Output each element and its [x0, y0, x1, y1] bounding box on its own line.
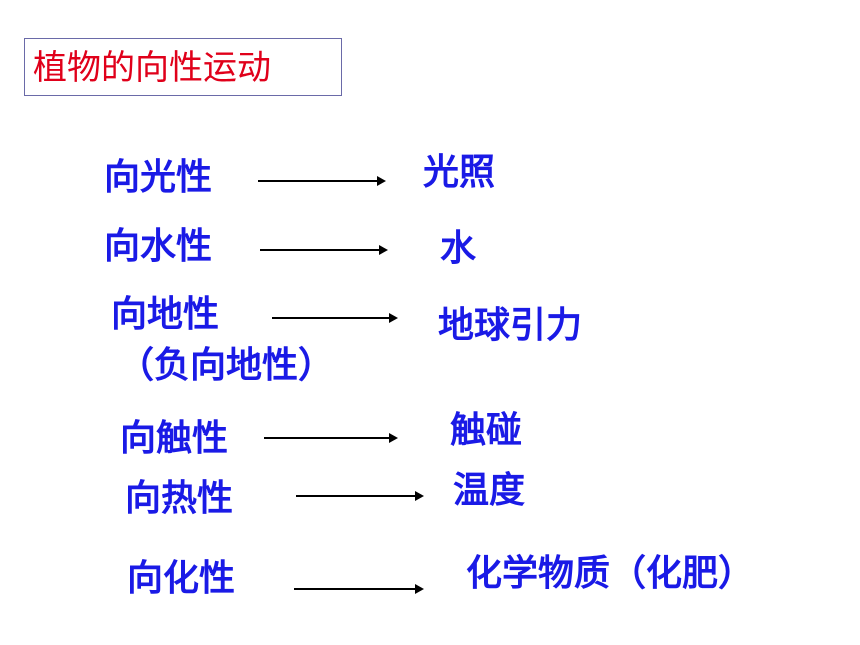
slide-title-box: 植物的向性运动 [24, 38, 342, 96]
arrow-icon [264, 432, 398, 444]
stimulus-label: 光照 [423, 152, 496, 193]
slide-title: 植物的向性运动 [33, 48, 271, 88]
stimulus-label: 温度 [453, 470, 526, 511]
tropism-label: 向化性 [127, 558, 236, 599]
arrow-icon [260, 244, 388, 256]
tropism-label: 向水性 [104, 226, 213, 267]
tropism-label: 向地性 [111, 294, 220, 335]
tropism-label: 向热性 [125, 478, 234, 519]
arrow-icon [294, 583, 424, 595]
stimulus-label: 化学物质（化肥） [466, 553, 755, 594]
tropism-label: 向触性 [120, 418, 229, 459]
tropism-note: （负向地性） [118, 345, 335, 386]
stimulus-label: 触碰 [450, 410, 523, 451]
arrow-icon [258, 175, 386, 187]
arrow-icon [272, 312, 398, 324]
arrow-icon [296, 490, 424, 502]
tropism-label: 向光性 [104, 157, 213, 198]
stimulus-label: 地球引力 [438, 305, 583, 346]
stimulus-label: 水 [440, 228, 477, 269]
